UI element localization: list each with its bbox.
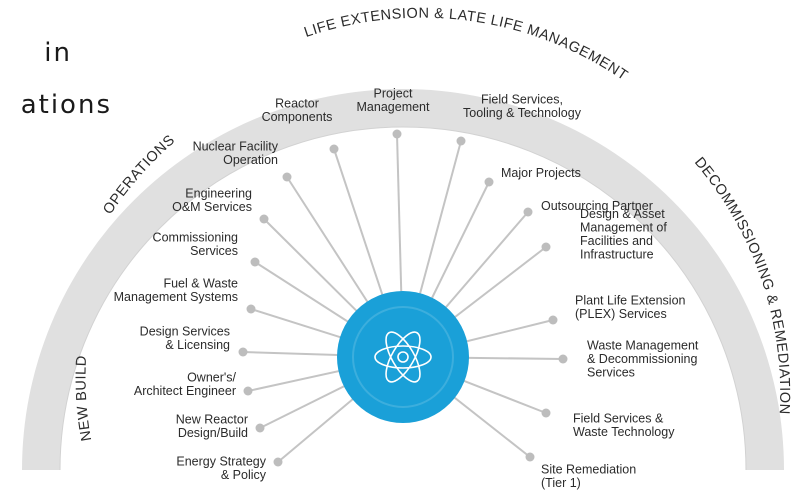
spoke-dot-reactor-components	[329, 144, 339, 154]
service-label-field-services-waste: Field Services &Waste Technology	[573, 411, 675, 439]
service-label-design-services: Design Services& Licensing	[140, 324, 230, 352]
heading-line-2: ations	[20, 90, 112, 120]
spoke-dot-site-remediation	[525, 452, 535, 462]
spoke-dot-commissioning	[250, 257, 260, 267]
spoke-dot-engineering-om	[259, 214, 269, 224]
spoke-dot-waste-decom	[558, 354, 568, 364]
spoke-dot-fuel-waste	[246, 304, 256, 314]
phase-life-extension: LIFE EXTENSION & LATE LIFE MANAGEMENT	[302, 6, 630, 84]
service-label-major-projects: Major Projects	[501, 166, 581, 180]
spoke-dot-owners-architect	[243, 386, 253, 396]
spoke-dot-design-asset	[541, 242, 551, 252]
service-label-energy-strategy: Energy Strategy& Policy	[176, 454, 266, 482]
center-hub	[337, 291, 469, 423]
spoke-dot-plex	[548, 315, 558, 325]
spoke-dot-nuclear-facility	[282, 172, 292, 182]
service-label-outsourcing: Outsourcing Partner	[541, 199, 653, 213]
spoke-dot-design-services	[238, 347, 248, 357]
service-label-owners-architect: Owner's/Architect Engineer	[134, 370, 237, 398]
spoke-dot-energy-strategy	[273, 457, 283, 467]
spoke-dot-major-projects	[484, 177, 494, 187]
phase-new-build: NEW BUILD	[74, 355, 96, 442]
service-label-site-remediation: Site Remediation(Tier 1)	[541, 462, 636, 490]
spoke-dot-field-services-tooling	[456, 136, 466, 146]
service-label-field-services-tooling: Field Services,Tooling & Technology	[463, 92, 582, 120]
spoke-dot-outsourcing	[523, 207, 533, 217]
spoke-dot-project-management	[392, 129, 402, 139]
spoke-dot-field-services-waste	[541, 408, 551, 418]
spoke-dot-new-reactor	[255, 423, 265, 433]
heading-line-1: in	[44, 38, 72, 68]
service-label-plex: Plant Life Extension(PLEX) Services	[575, 293, 686, 321]
atom-icon	[374, 331, 432, 383]
ring-inner-edge	[59, 126, 747, 471]
